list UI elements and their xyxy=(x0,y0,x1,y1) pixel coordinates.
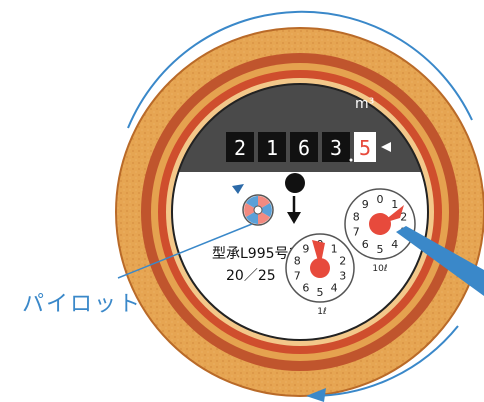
corner-mark-icon xyxy=(232,184,244,194)
dial-number: 4 xyxy=(391,238,398,251)
dial-1l-caption: 1ℓ xyxy=(317,307,326,317)
dial-number: 1 xyxy=(391,198,398,211)
dial-number: 6 xyxy=(302,281,309,294)
odometer: 2 1 6 3 5 xyxy=(226,132,391,162)
dial-number: 7 xyxy=(294,269,301,282)
dial-number: 8 xyxy=(353,210,360,223)
dial-10l: 0123456789 10ℓ xyxy=(344,188,416,274)
dial-number: 7 xyxy=(353,226,360,239)
odometer-decimal-digit: 5 xyxy=(359,136,371,160)
dial-number: 5 xyxy=(317,286,324,299)
dial-1l-pointer xyxy=(310,240,330,278)
dial-number: 1 xyxy=(331,243,338,256)
dial-10l-pointer xyxy=(369,205,404,235)
arrowhead-icon xyxy=(306,388,326,402)
odometer-digit: 1 xyxy=(266,136,278,160)
dial-number: 0 xyxy=(377,193,384,206)
dial-number: 9 xyxy=(362,198,369,211)
odometer-digit: 6 xyxy=(298,136,310,160)
odometer-digit: 3 xyxy=(330,136,342,160)
dial-10l-caption: 10ℓ xyxy=(372,264,387,274)
dial-number: 3 xyxy=(339,269,346,282)
pilot-leader-line xyxy=(117,223,253,279)
rating-text: 20／25 xyxy=(226,268,276,284)
model-number: 型承L995号12 xyxy=(212,246,306,262)
odometer-digit: 2 xyxy=(234,136,246,160)
dial-pointer-arrow-icon xyxy=(396,226,484,296)
pilot-label: パイロット xyxy=(22,292,143,317)
dial-number: 9 xyxy=(302,243,309,256)
dial-number: 2 xyxy=(339,255,346,268)
pilot-wheel-icon xyxy=(242,194,274,226)
dial-number: 6 xyxy=(362,238,369,251)
dial-1l: 0123456789 1ℓ xyxy=(285,233,355,317)
dial-number: 8 xyxy=(294,255,301,268)
decimal-point xyxy=(349,158,353,162)
odometer-pointer-icon xyxy=(381,142,391,152)
unit-label: m³ xyxy=(355,96,374,112)
dial-number: 2 xyxy=(400,210,407,223)
center-dot xyxy=(285,173,305,193)
flow-direction-arrow-icon xyxy=(287,196,301,224)
rotation-indicator xyxy=(127,10,473,397)
dial-number: 4 xyxy=(331,281,338,294)
dial-number: 5 xyxy=(377,243,384,256)
